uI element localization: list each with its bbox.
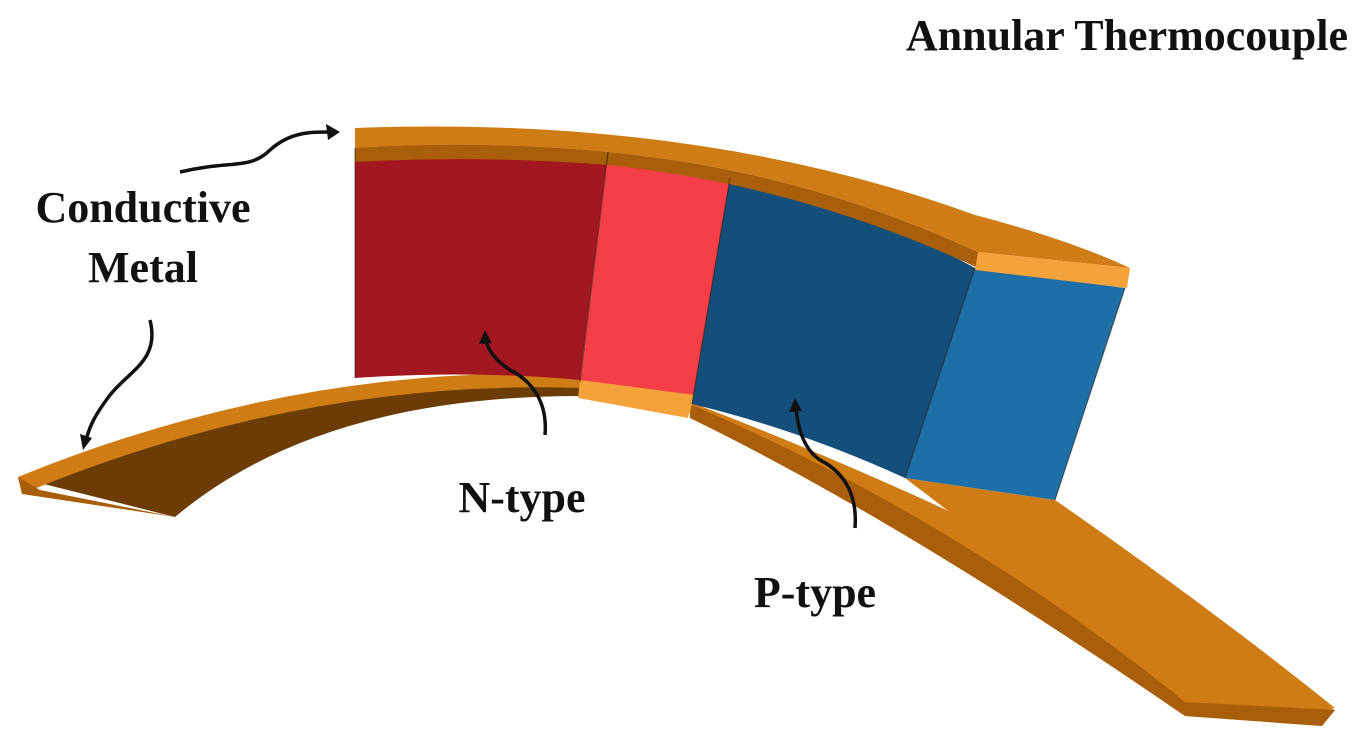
arrowhead-conductive-top — [326, 124, 340, 140]
arrow-conductive-bottom — [84, 319, 154, 441]
p-type-front-face — [692, 178, 975, 478]
diagram-title: Annular Thermocouple — [906, 11, 1348, 60]
bottom-metal-strip-right — [690, 402, 1335, 726]
label-conductive-metal-line1: Conductive — [35, 183, 250, 232]
n-type-side-face — [580, 152, 730, 400]
p-type-side-face — [905, 268, 1125, 500]
bottom-strip-left-tip — [18, 477, 175, 517]
label-p-type: P-type — [754, 568, 876, 617]
bottom-strip-right-tip — [1185, 702, 1335, 726]
label-n-type: N-type — [458, 473, 585, 522]
p-type-block — [692, 178, 1125, 500]
bottom-metal-strip-left — [18, 373, 585, 517]
arrow-p-type — [794, 407, 858, 529]
bottom-strip-right-shelf — [905, 478, 1335, 708]
n-type-block — [355, 144, 730, 400]
bottom-strip-left-underside — [20, 380, 585, 517]
bottom-strip-center-band — [578, 380, 695, 418]
label-conductive-metal-line2: Metal — [88, 243, 198, 292]
arrow-n-type — [484, 339, 548, 436]
arrow-conductive-top — [179, 130, 331, 174]
bottom-strip-left-topband — [18, 373, 585, 494]
arrowhead-p-type — [789, 398, 802, 412]
arrowheads — [80, 124, 802, 450]
outlines — [354, 148, 1126, 501]
top-strip-end-face — [975, 252, 1130, 288]
n-type-front-face — [355, 144, 608, 380]
arrowhead-conductive-bottom — [80, 434, 92, 450]
top-metal-strip — [355, 126, 1130, 288]
arrowhead-n-type — [479, 330, 492, 344]
bottom-strip-right-edge — [690, 404, 1185, 716]
top-strip-upper-face — [355, 126, 1130, 268]
arrows — [84, 130, 858, 529]
